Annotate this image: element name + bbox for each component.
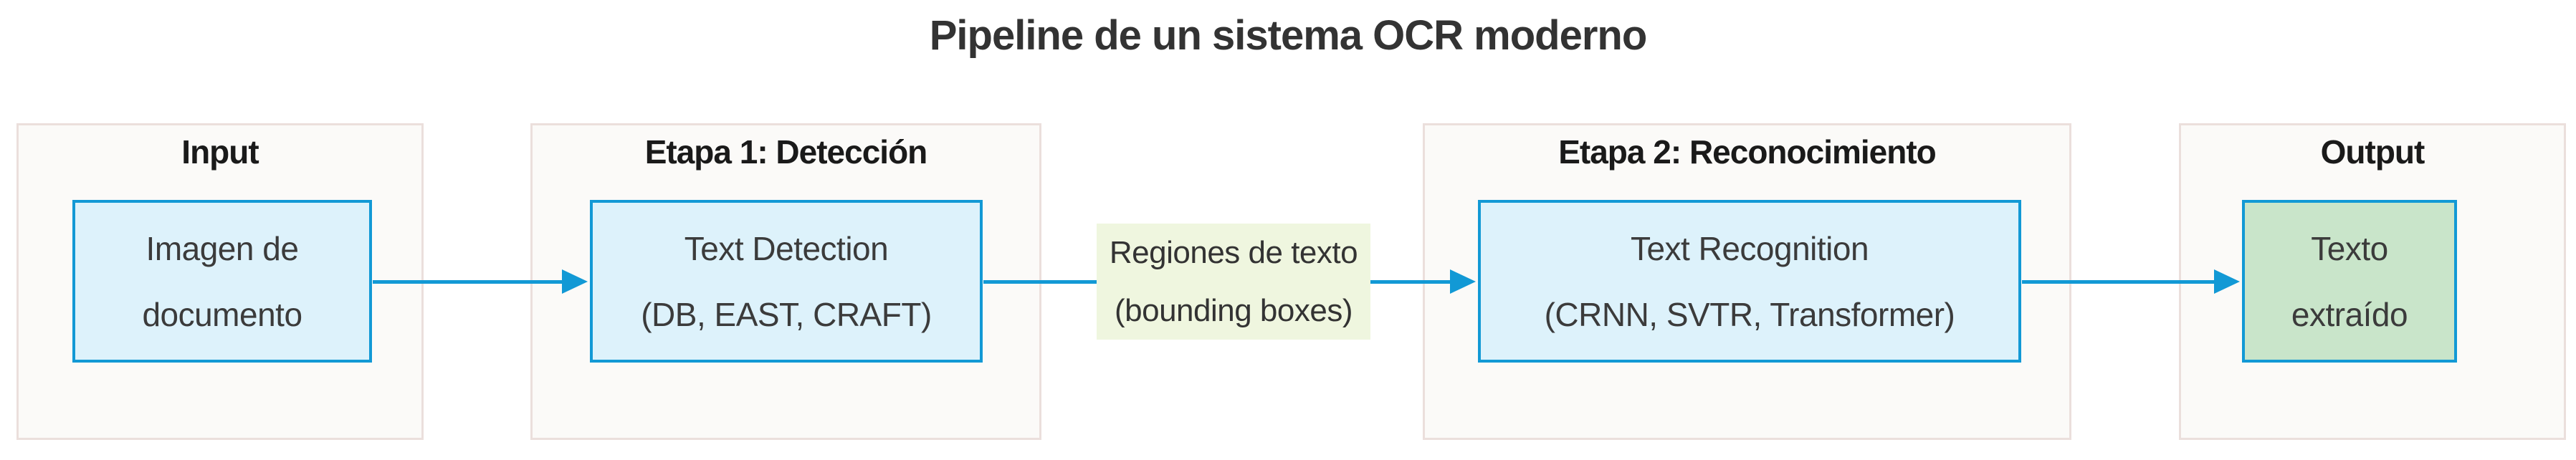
edge-label-regiones-de-texto: Regiones de texto (bounding boxes) xyxy=(1097,224,1370,340)
arrowhead-right-icon xyxy=(1450,269,1476,294)
subgraph-etapa1-deteccion: Etapa 1: Detección Text Detection (DB, E… xyxy=(530,123,1041,440)
arrowhead-right-icon xyxy=(562,269,588,294)
node-text-line: Imagen de xyxy=(146,229,299,267)
subgraph-etapa2-reconocimiento: Etapa 2: Reconocimiento Text Recognition… xyxy=(1423,123,2071,440)
node-imagen-de-documento: Imagen de documento xyxy=(72,200,372,363)
diagram-title: Pipeline de un sistema OCR moderno xyxy=(929,12,1648,59)
node-text-line: (DB, EAST, CRAFT) xyxy=(641,295,932,333)
edge-input-to-detection xyxy=(373,280,562,284)
node-text-detection: Text Detection (DB, EAST, CRAFT) xyxy=(590,200,983,363)
arrowhead-right-icon xyxy=(2214,269,2240,294)
subgraph-input-label: Input xyxy=(181,133,259,171)
node-text-line: Text Detection xyxy=(684,229,889,267)
edge-recognition-to-output xyxy=(2022,280,2214,284)
edge-label-line: Regiones de texto xyxy=(1109,234,1358,270)
subgraph-etapa1-label: Etapa 1: Detección xyxy=(644,133,928,171)
node-text-recognition: Text Recognition (CRNN, SVTR, Transforme… xyxy=(1478,200,2021,363)
subgraph-output: Output Texto extraído xyxy=(2179,123,2566,440)
subgraph-output-label: Output xyxy=(2320,133,2425,171)
node-text-line: Texto xyxy=(2311,229,2388,267)
node-text-line: documento xyxy=(142,295,302,333)
node-texto-extraido: Texto extraído xyxy=(2242,200,2457,363)
node-text-line: extraído xyxy=(2291,295,2408,333)
subgraph-etapa2-label: Etapa 2: Reconocimiento xyxy=(1558,133,1937,171)
node-text-line: Text Recognition xyxy=(1630,229,1869,267)
edge-label-line: (bounding boxes) xyxy=(1114,293,1353,328)
node-text-line: (CRNN, SVTR, Transformer) xyxy=(1544,295,1955,333)
subgraph-input: Input Imagen de documento xyxy=(16,123,424,440)
